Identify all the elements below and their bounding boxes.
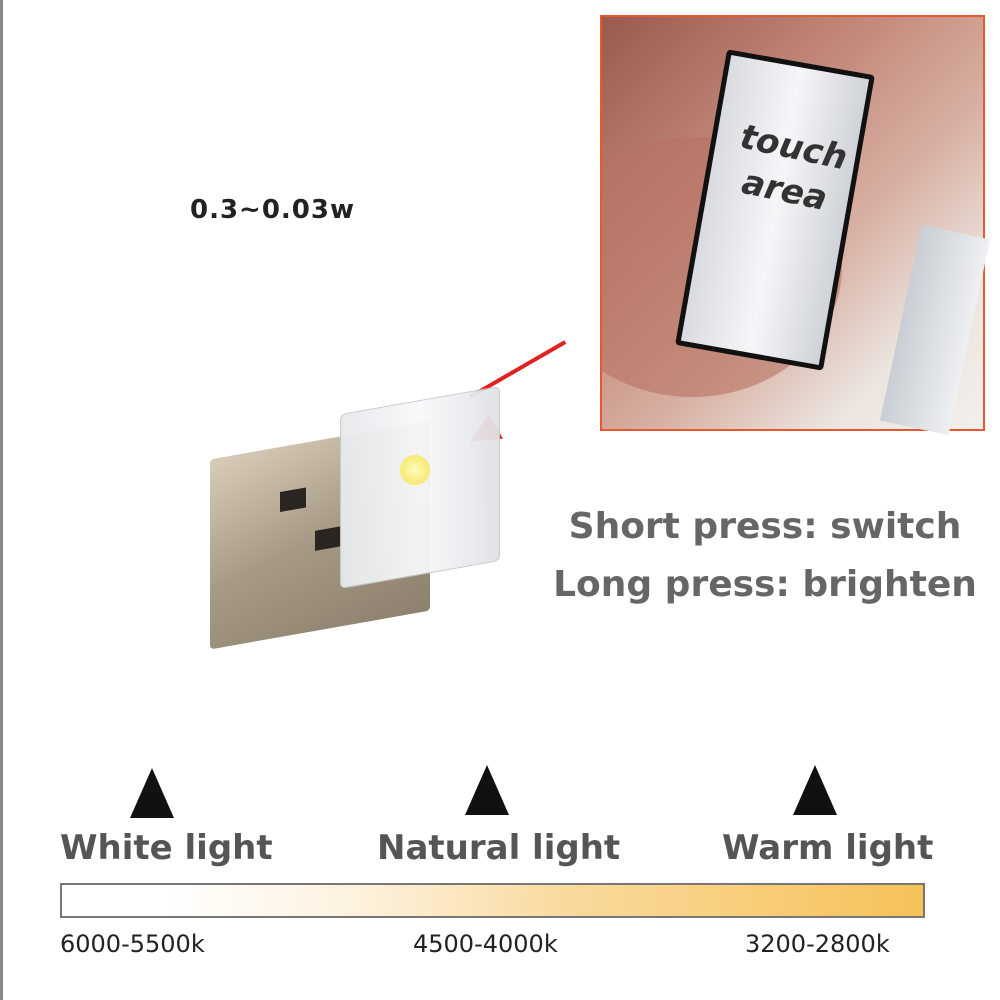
press-instructions: Short press: switch Long press: brighten bbox=[545, 498, 985, 614]
led-light bbox=[400, 455, 430, 485]
warm-light-label: Warm light bbox=[722, 828, 934, 868]
triangle-marker-icon bbox=[465, 765, 509, 815]
short-press-text: Short press: switch bbox=[568, 506, 962, 547]
led-cap bbox=[340, 385, 500, 590]
triangle-marker-icon bbox=[793, 765, 837, 815]
triangle-marker-icon bbox=[130, 768, 174, 818]
warm-range: 3200-2800k bbox=[745, 930, 890, 958]
white-range: 6000-5500k bbox=[60, 930, 205, 958]
natural-range: 4500-4000k bbox=[413, 930, 558, 958]
natural-light-label: Natural light bbox=[377, 828, 621, 868]
white-light-label: White light bbox=[60, 828, 273, 868]
usb-hole bbox=[315, 526, 341, 551]
color-temperature-bar bbox=[60, 883, 925, 918]
left-border bbox=[0, 0, 3, 1000]
power-rating: 0.3~0.03w bbox=[190, 195, 356, 225]
long-press-text: Long press: brighten bbox=[553, 564, 977, 605]
usb-hole bbox=[280, 487, 306, 513]
